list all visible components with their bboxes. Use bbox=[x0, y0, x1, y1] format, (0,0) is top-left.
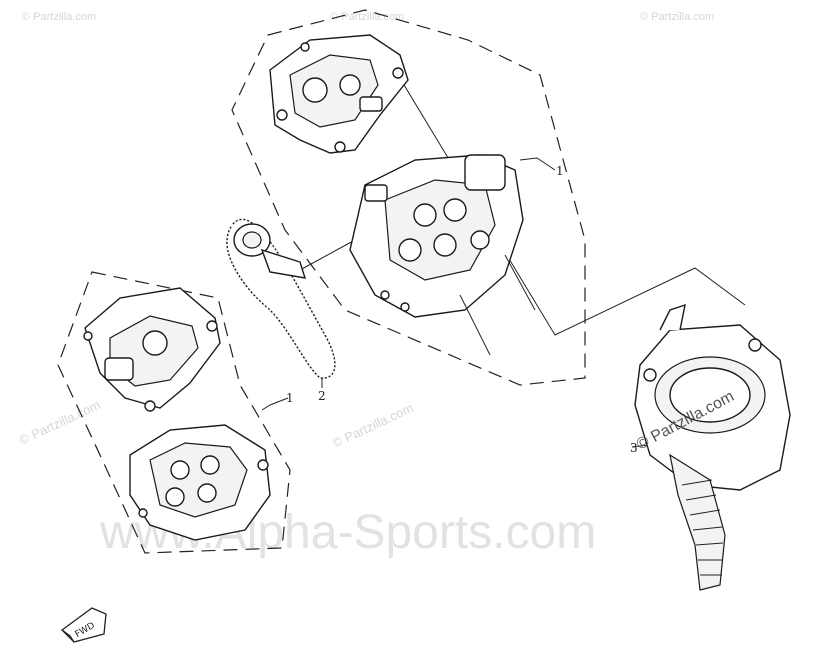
group-outline-upper bbox=[231, 9, 586, 386]
callouts: 1 2 1 3 bbox=[286, 164, 638, 455]
callout-1b: 1 bbox=[286, 391, 294, 405]
timing-chain-assembly bbox=[226, 218, 336, 379]
lower-valve-cover bbox=[83, 287, 221, 412]
watermark-small-tr: © Partzilla.com bbox=[640, 11, 714, 23]
callout-3: 3 bbox=[630, 441, 638, 455]
cylinder-block bbox=[634, 303, 791, 591]
callout-1: 1 bbox=[556, 164, 564, 178]
watermark-small-mc: © Partzilla.com bbox=[330, 400, 416, 451]
watermark-small-tl: © Partzilla.com bbox=[22, 11, 96, 23]
lower-cylinder-head bbox=[129, 424, 271, 541]
connector-chain-to-head bbox=[299, 239, 356, 271]
watermark-small-ml: © Partzilla.com bbox=[17, 397, 103, 448]
leader-1b bbox=[261, 397, 289, 411]
watermark-small-tc: © Partzilla.com bbox=[330, 11, 404, 23]
forward-arrow-icon: FWD bbox=[61, 607, 107, 643]
callout-2: 2 bbox=[318, 389, 326, 403]
group-outline-lower bbox=[57, 271, 291, 554]
upper-valve-cover bbox=[269, 34, 409, 154]
group-outlines bbox=[57, 9, 586, 554]
upper-cylinder-head bbox=[349, 154, 536, 356]
oil-pipe bbox=[659, 303, 686, 331]
intake-hose bbox=[669, 453, 726, 591]
leader-1 bbox=[519, 157, 556, 171]
camshaft bbox=[260, 248, 307, 279]
